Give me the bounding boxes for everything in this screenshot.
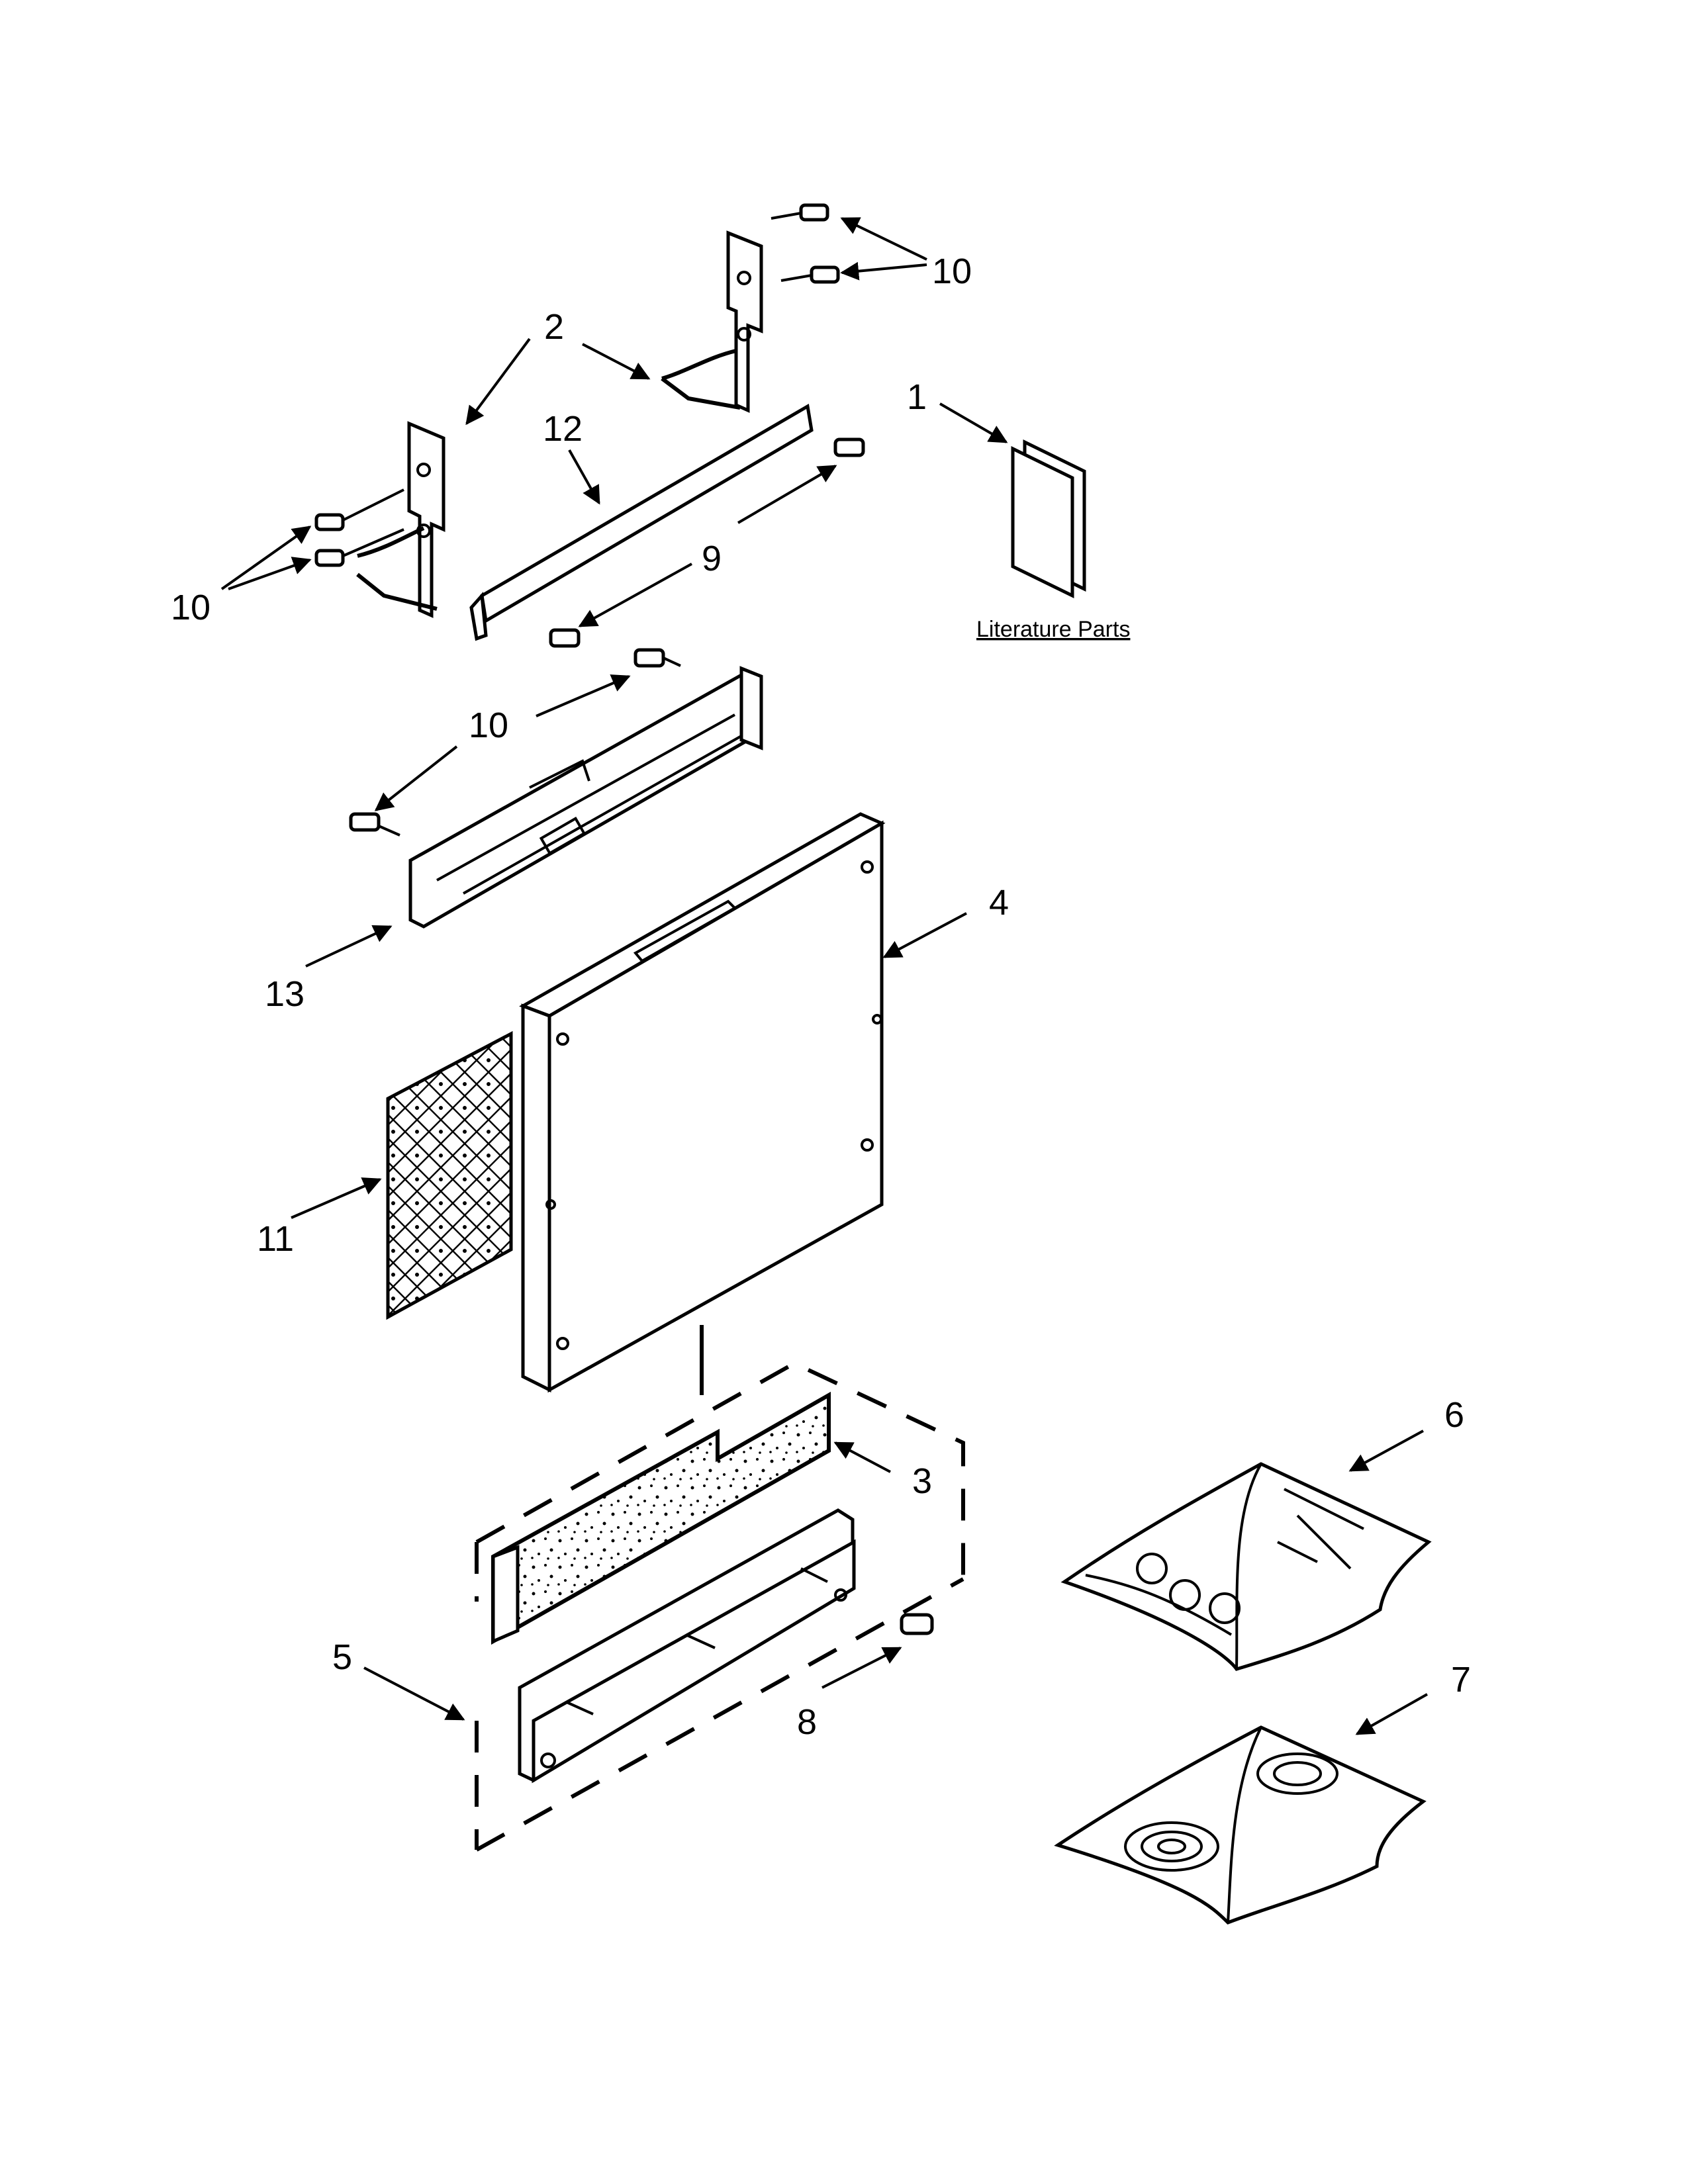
- screw-10-left-b: [314, 528, 404, 567]
- screw-10-top-b: [780, 265, 840, 284]
- screw-9-left: [549, 628, 581, 648]
- callout-5: 5: [332, 1637, 352, 1677]
- rail-bar: [469, 404, 814, 641]
- literature-booklet: [1011, 439, 1086, 599]
- screw-9-right: [833, 437, 865, 457]
- leader-lines: [220, 217, 1428, 1735]
- callout-10-top: 10: [932, 251, 972, 291]
- mounting-bracket-left: [356, 421, 445, 618]
- screws: [314, 203, 865, 837]
- callout-labels: 1 2 3 4 5 6 7 8 9 10 10 10 11 12 13 Lite…: [171, 251, 1471, 1742]
- callout-8: 8: [797, 1702, 817, 1742]
- callout-2: 2: [544, 307, 564, 347]
- toe-kit-assembly: [475, 1325, 965, 1852]
- callout-7: 7: [1451, 1660, 1471, 1700]
- callout-11: 11: [257, 1219, 294, 1259]
- callout-3: 3: [912, 1461, 932, 1501]
- callout-4: 4: [989, 883, 1009, 923]
- callout-12: 12: [543, 409, 583, 449]
- screw-10-left-a: [314, 488, 404, 531]
- mounting-bracket-right: [661, 230, 763, 413]
- hardware-bag: [1060, 1462, 1432, 1671]
- callout-13: 13: [265, 974, 305, 1014]
- screw-10-mid-a: [633, 648, 681, 668]
- screw-8: [900, 1613, 934, 1635]
- screw-10-mid-b: [349, 812, 400, 837]
- control-housing: [408, 666, 763, 929]
- callout-10-left: 10: [171, 588, 211, 627]
- callout-10-mid: 10: [469, 705, 508, 745]
- side-panel: [519, 812, 886, 1393]
- callout-1: 1: [907, 377, 927, 417]
- callout-9: 9: [702, 539, 722, 578]
- kick-bracket: [518, 1508, 856, 1784]
- foam-strip: [491, 1391, 831, 1645]
- element-bag: [1054, 1725, 1427, 1925]
- literature-parts-label: Literature Parts: [976, 617, 1130, 642]
- screw-10-top-a: [771, 203, 829, 222]
- callout-6: 6: [1444, 1395, 1464, 1435]
- insulation-pad: [386, 1030, 513, 1320]
